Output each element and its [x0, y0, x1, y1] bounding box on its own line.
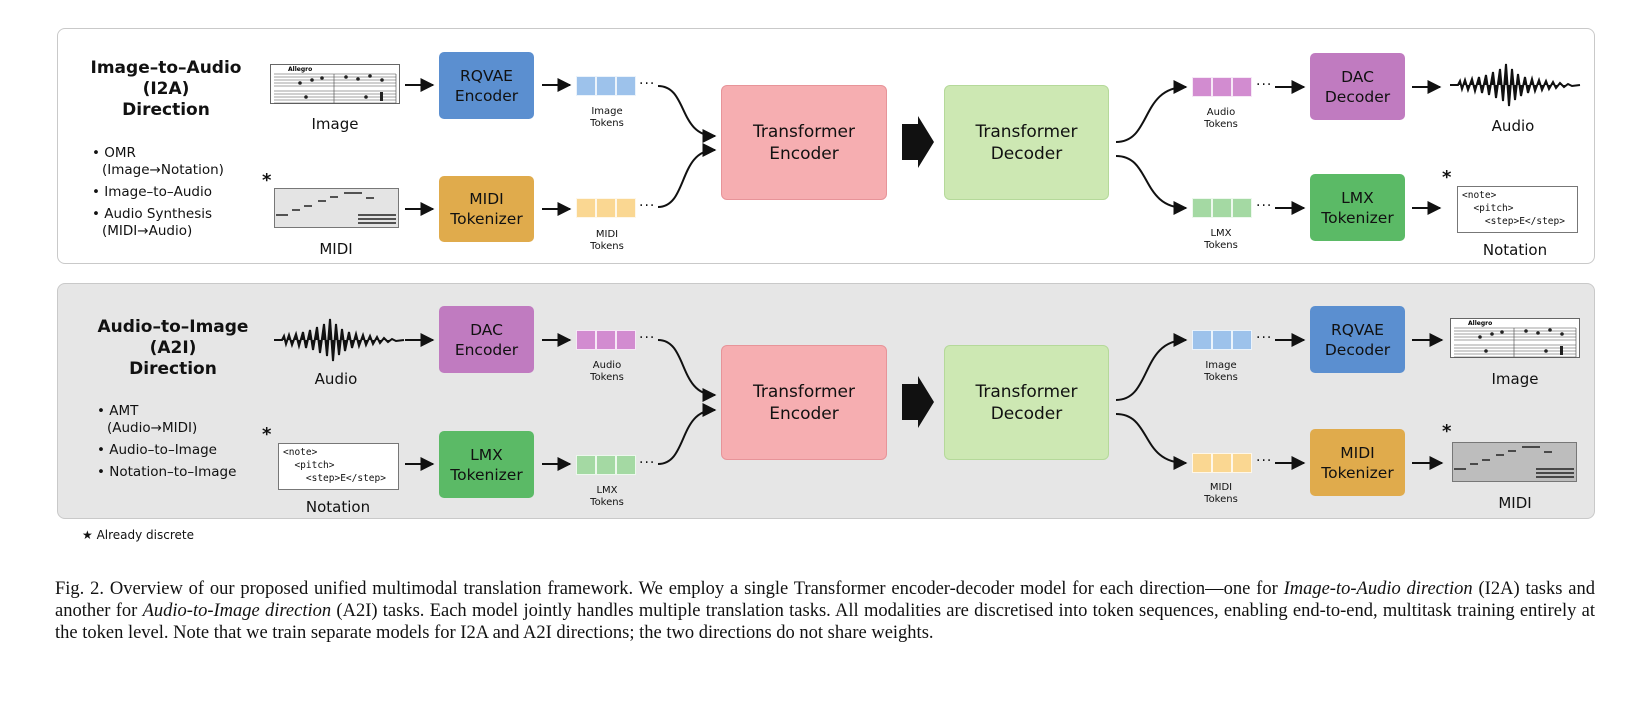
image-tokens-seq	[1192, 330, 1252, 350]
midi-tokenizer: MIDI Tokenizer	[1310, 429, 1405, 496]
task-item: OMR (Image→Notation)	[92, 145, 224, 179]
notation-code: <note> <pitch> <step>E</step>	[278, 443, 399, 490]
a2i-output-top-label: Image	[1491, 370, 1539, 388]
lmx-tokenizer: LMX Tokenizer	[1310, 174, 1405, 241]
a2i-title-line2: (A2I)	[149, 338, 197, 358]
a2i-title-line3: Direction	[129, 359, 217, 379]
i2a-title-line3: Direction	[122, 100, 210, 120]
caption-text: (I2A) tasks and another for	[55, 579, 1595, 621]
image-tokens-label: Image Tokens	[590, 106, 624, 129]
caption-text: (A2I) tasks. Each model jointly handles …	[55, 601, 1596, 643]
rqvae-encoder: RQVAE Encoder	[439, 52, 534, 119]
midi-tokens-seq	[576, 198, 636, 218]
ellipsis: ···	[1256, 330, 1273, 346]
i2a-title-line1: Image–to–Audio	[90, 58, 242, 78]
ellipsis: ···	[1256, 77, 1273, 93]
ellipsis: ···	[639, 76, 656, 92]
caption-italic: Image-to-Audio direction	[1283, 579, 1473, 599]
task-item: AMT (Audio→MIDI)	[97, 403, 236, 437]
caption-text: Fig. 2. Overview of our proposed unified…	[55, 579, 1284, 599]
lmx-tokens-seq	[1192, 198, 1252, 218]
audio-tokens-seq	[576, 330, 636, 350]
i2a-input-bottom-label: MIDI	[319, 240, 353, 258]
i2a-task-list: OMR (Image→Notation) Image–to–Audio Audi…	[92, 145, 224, 245]
already-discrete-star: *	[262, 424, 272, 445]
already-discrete-star: *	[262, 170, 272, 191]
rqvae-decoder: RQVAE Decoder	[1310, 306, 1405, 373]
transformer-encoder: Transformer Encoder	[721, 85, 887, 200]
a2i-output-bottom-label: MIDI	[1498, 494, 1532, 512]
audio-waveform	[274, 318, 405, 362]
sheet-music-image: Allegro	[270, 64, 400, 104]
a2i-direction-title: Audio–to–Image (A2I) Direction	[88, 317, 258, 380]
midi-tokenizer: MIDI Tokenizer	[439, 176, 534, 242]
i2a-output-bottom-label: Notation	[1482, 241, 1548, 259]
sheet-music-image: Allegro	[1450, 318, 1580, 358]
i2a-input-top-label: Image	[311, 115, 359, 133]
caption-italic: Audio-to-Image direction	[142, 601, 332, 621]
midi-piano-roll	[1452, 442, 1577, 482]
ellipsis: ···	[639, 455, 656, 471]
audio-tokens-label: Audio Tokens	[1204, 107, 1238, 130]
svg-text:Allegro: Allegro	[288, 66, 312, 73]
a2i-input-bottom-label: Notation	[305, 498, 371, 516]
midi-tokens-label: MIDI Tokens	[1204, 482, 1238, 505]
lmx-tokens-label: LMX Tokens	[590, 485, 624, 508]
a2i-input-top-label: Audio	[314, 370, 358, 388]
lmx-tokens-label: LMX Tokens	[1204, 228, 1238, 251]
i2a-direction-title: Image–to–Audio (I2A) Direction	[81, 58, 251, 121]
midi-tokens-seq	[1192, 453, 1252, 473]
footnote-already-discrete: ★ Already discrete	[82, 528, 194, 542]
lmx-tokens-seq	[576, 455, 636, 475]
svg-text:Allegro: Allegro	[1468, 320, 1492, 327]
task-item: Image–to–Audio	[92, 184, 224, 201]
dac-decoder: DAC Decoder	[1310, 53, 1405, 120]
transformer-decoder: Transformer Decoder	[944, 345, 1109, 460]
notation-code: <note> <pitch> <step>E</step>	[1457, 186, 1578, 233]
figure-caption: Fig. 2. Overview of our proposed unified…	[55, 578, 1595, 644]
task-item: Audio–to–Image	[97, 442, 236, 459]
already-discrete-star: *	[1442, 421, 1452, 442]
image-tokens-seq	[576, 76, 636, 96]
midi-piano-roll	[274, 188, 399, 228]
lmx-tokenizer: LMX Tokenizer	[439, 431, 534, 498]
image-tokens-label: Image Tokens	[1204, 360, 1238, 383]
transformer-encoder: Transformer Encoder	[721, 345, 887, 460]
transformer-decoder: Transformer Decoder	[944, 85, 1109, 200]
dac-encoder: DAC Encoder	[439, 306, 534, 373]
ellipsis: ···	[1256, 453, 1273, 469]
task-item: Notation–to–Image	[97, 464, 236, 481]
a2i-task-list: AMT (Audio→MIDI) Audio–to–Image Notation…	[97, 403, 236, 486]
audio-tokens-label: Audio Tokens	[590, 360, 624, 383]
i2a-title-line2: (I2A)	[142, 79, 190, 99]
i2a-output-top-label: Audio	[1491, 117, 1535, 135]
midi-tokens-label: MIDI Tokens	[590, 229, 624, 252]
task-item: Audio Synthesis (MIDI→Audio)	[92, 206, 224, 240]
ellipsis: ···	[1256, 198, 1273, 214]
ellipsis: ···	[639, 330, 656, 346]
audio-tokens-seq	[1192, 77, 1252, 97]
already-discrete-star: *	[1442, 167, 1452, 188]
ellipsis: ···	[639, 198, 656, 214]
audio-waveform	[1450, 63, 1581, 107]
a2i-title-line1: Audio–to–Image	[97, 317, 249, 337]
